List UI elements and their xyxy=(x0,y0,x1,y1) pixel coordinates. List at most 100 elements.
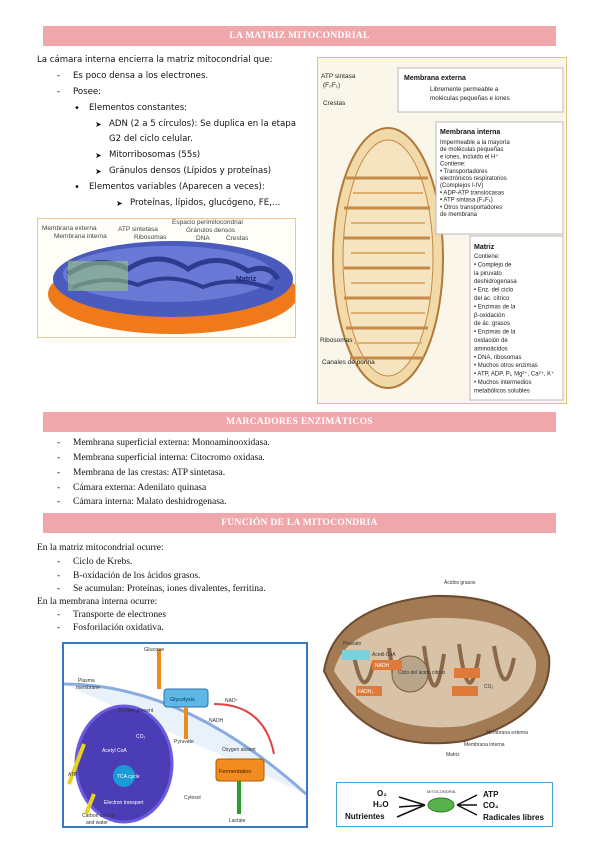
box3lines-line: • Enzimas de la xyxy=(474,304,516,310)
box3lines-line: aminoácidos xyxy=(474,346,508,352)
box2lines-line: electrónicos respiratorios xyxy=(440,176,507,182)
fig3-electron: Electron transport xyxy=(104,800,144,806)
elementos-variables: Elementos variables (Aparecen a veces): xyxy=(74,182,265,193)
fig4-piruvato: Piruvato xyxy=(343,641,362,647)
box3lines-line: • Enzimas de la xyxy=(474,330,516,336)
fig3-atp: ATP xyxy=(68,772,78,778)
box3lines-line: oxidación de xyxy=(474,338,508,344)
fig1-label-granulos: Gránulos densos xyxy=(186,227,236,234)
box3lines-line: • Muchos intermedios xyxy=(474,380,531,386)
fig1-label-crestas: Crestas xyxy=(226,235,249,242)
adn-line-2: G2 del ciclo celular. xyxy=(109,134,193,144)
box3lines-line: del ác. cítrico xyxy=(474,296,510,302)
matriz-item-2: Posee: xyxy=(57,87,101,97)
section-title-marcadores: MARCADORES ENZIMÁTICOS xyxy=(43,412,556,432)
mitochondria-equation: O₂ H₂O Nutrientes MITOCONDRIA ATP CO₂ Ra… xyxy=(336,782,553,827)
box2lines-line: de membrana xyxy=(440,212,478,218)
fig5-atp: ATP xyxy=(483,790,499,799)
funcion-matriz-item-2: Β-oxidación de los ácidos grasos. xyxy=(57,571,200,581)
funcion-matriz-intro: En la matriz mitocondrial ocurre: xyxy=(37,543,164,553)
fig3-water: and water xyxy=(86,820,108,826)
marcador-4: Cámara externa: Adenilato quinasa xyxy=(57,483,206,493)
box2lines-line: • Otros transportadores xyxy=(440,205,502,211)
fig3-oxygen-absent: Oxygen absent xyxy=(222,747,256,753)
matriz-intro: La cámara interna encierra la matriz mit… xyxy=(37,55,273,65)
fig4-acetil: Acetil-CoA xyxy=(372,652,396,658)
fig3-glycolysis: Glycolysis xyxy=(170,697,195,703)
fig3-membrane: membrane xyxy=(76,685,100,691)
fig2-label-f0f1: (F₀F₁) xyxy=(323,82,340,89)
fig1-label-matriz: Matriz xyxy=(236,276,257,283)
fig3-nad: NAD⁺ xyxy=(225,698,239,704)
fig5-h2o: H₂O xyxy=(373,800,389,809)
mitochondrion-cross-section: ATP sintasa (F₀F₁) Crestas Ribosomas Can… xyxy=(320,67,564,401)
fig3-plasma: Plasma xyxy=(78,678,95,684)
metabolism-diagram: Glucose Plasma membrane Oxygen present G… xyxy=(62,642,308,828)
fig3-glucose: Glucose xyxy=(144,647,164,653)
box2lines-line: • ADP-ATP translocasas xyxy=(440,190,504,196)
fig4-acidos: Ácidos grasos xyxy=(444,579,476,586)
mitochondrion-illustration: Membrana externa Membrana interna ATP si… xyxy=(42,219,295,334)
fig2-box1-title: Membrana externa xyxy=(404,75,466,82)
fig1-label-atp-sintetasa: ATP sintetasa xyxy=(118,226,158,233)
metabolism-illustration: Glucose Plasma membrane Oxygen present G… xyxy=(64,647,306,826)
fig3-acetyl: Acetyl CoA xyxy=(102,748,127,754)
box2lines-line: • Transportadores xyxy=(440,169,487,175)
fig3-lactate: Lactate xyxy=(229,818,246,824)
box2lines-line: (Complejos I-IV) xyxy=(440,183,483,189)
section-title-matriz: LA MATRIZ MITOCONDRIAL xyxy=(43,26,556,46)
box2lines-line: • ATP sintasa (F₀F₁) xyxy=(440,198,493,204)
box3lines-line: Contiene: xyxy=(474,254,500,260)
box3lines-line: • ATP, ADP, Pᵢ, Mg²⁺, Ca²⁺, K⁺ xyxy=(474,371,554,378)
box3lines-line: β-oxidación xyxy=(474,313,505,319)
box2lines-line: de moléculas pequeñas xyxy=(440,147,503,153)
fig4-memb-ext: Membrana externa xyxy=(486,730,528,736)
fig2-box3-title: Matriz xyxy=(474,244,495,251)
funcion-matriz-item-3: Se acumulan: Proteínas, iones divalentes… xyxy=(57,584,266,594)
elementos-constantes: Elementos constantes: xyxy=(74,103,187,114)
fig3-carbon: Carbon dioxide xyxy=(82,813,116,819)
fig2-box1-text1: Libremente permeable a xyxy=(430,86,499,93)
box3lines-line: • Enz. del ciclo xyxy=(474,288,514,294)
fig5-nutrientes: Nutrientes xyxy=(345,812,385,821)
mitorribosomas: Mitorribosomas (55s) xyxy=(95,150,200,160)
fig5-radicales: Radicales libres xyxy=(483,813,544,822)
fig1-label-ribosomas: Ribosomas xyxy=(134,234,167,241)
fig2-label-canales: Canales de porina xyxy=(322,359,375,366)
fig3-cytosol: Cytosol xyxy=(184,795,201,801)
box3lines-line: metabólicos solubles xyxy=(474,388,530,394)
fig3-oxygen-present: Oxygen present xyxy=(118,708,154,714)
mitochondrion-diagram: Membrana externa Membrana interna ATP si… xyxy=(37,218,296,338)
fig1-label-espacio: Espacio perimitocondrial xyxy=(172,219,243,226)
fig1-label-membrana-interna: Membrana interna xyxy=(54,233,107,240)
mitochondria-equation-illustration: O₂ H₂O Nutrientes MITOCONDRIA ATP CO₂ Ra… xyxy=(345,789,544,822)
fig3-nadh: NADH xyxy=(209,718,224,724)
fig4-co2: CO₂ xyxy=(484,684,494,690)
box2lines-line: Impermeable a la mayoría xyxy=(440,140,510,146)
box3lines-line: deshidrogenasa xyxy=(474,279,517,285)
fig2-label-crestas: Crestas xyxy=(323,100,346,107)
fig4-nadh: NADH xyxy=(375,663,390,669)
box2lines-line: Contiene: xyxy=(440,162,466,168)
marcador-3: Membrana de las crestas: ATP sintetasa. xyxy=(57,468,225,478)
fig4-memb-int: Membrana interna xyxy=(464,742,505,748)
fig4-matriz: Matriz xyxy=(446,752,460,758)
box3lines-line: la piruvato xyxy=(474,271,502,277)
fig2-label-atp-sintasa: ATP sintasa xyxy=(321,73,356,80)
granulos-densos: Gránulos densos (Lípidos y proteínas) xyxy=(95,166,271,176)
fig1-label-membrana-externa: Membrana externa xyxy=(42,225,97,232)
funcion-membrana-item-1: Transporte de electrones xyxy=(57,610,166,620)
fig5-mito: MITOCONDRIA xyxy=(427,789,456,794)
fig2-label-ribosomas: Ribosomas xyxy=(320,337,353,344)
box3lines-line: de ác. grasos xyxy=(474,321,510,327)
fig2-box2-title: Membrana interna xyxy=(440,129,500,136)
fig3-co2: CO₂ xyxy=(136,734,146,740)
marcador-1: Membrana superficial externa: Monoaminoo… xyxy=(57,438,270,448)
fig2-box1-text2: moléculas pequeñas e iones xyxy=(430,95,510,102)
fig4-fadh: FADH₂ xyxy=(358,689,373,695)
box3lines-line: • Muchos otros enzimas xyxy=(474,363,538,369)
fig3-fermentation: Fermentation xyxy=(219,769,251,775)
fig5-co2: CO₂ xyxy=(483,801,499,810)
mitochondrion-3d-illustration: Ácidos grasos Piruvato Acetil-CoA Ciclo … xyxy=(322,579,551,758)
